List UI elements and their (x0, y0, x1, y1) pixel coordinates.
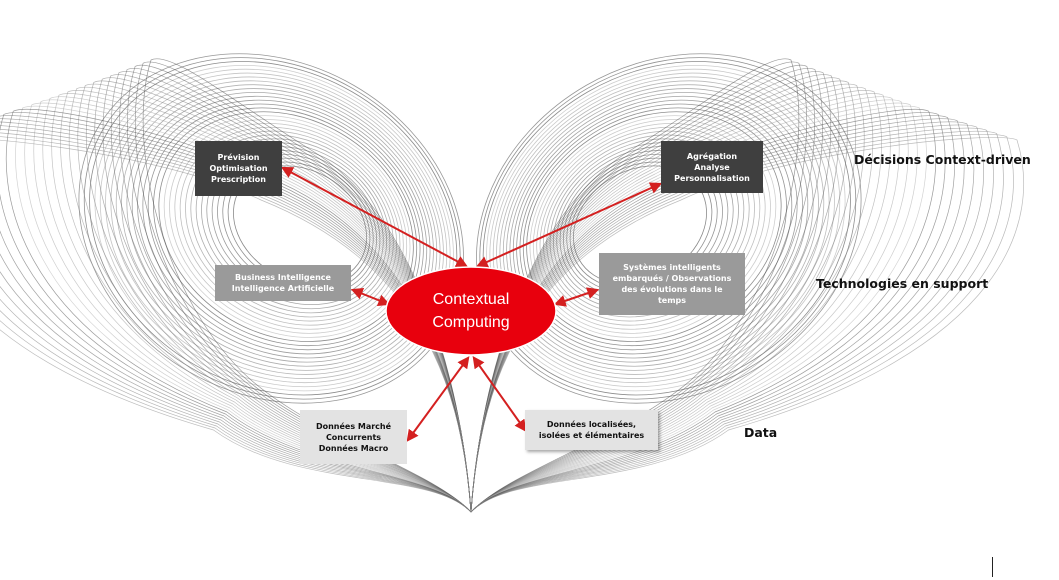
attractor-curve (24, 102, 472, 513)
attractor-curve (33, 99, 472, 513)
attractor-curve (470, 137, 1024, 513)
attractor-curve (470, 112, 946, 513)
box-agregation-line: Agrégation (686, 151, 738, 161)
attractor-curve (0, 139, 472, 513)
attractor-loop (179, 126, 401, 326)
box-systemes-line: temps (657, 296, 687, 305)
attractor-curve (0, 118, 472, 513)
box-prevision-line: Optimisation (209, 164, 268, 173)
attractor-curve (51, 93, 472, 513)
attractor-curve (470, 127, 994, 513)
arrow-mid-right (553, 287, 600, 307)
attractor-curve (470, 130, 1004, 513)
center-line-2: Computing (432, 314, 510, 331)
arrow-mid-left (350, 287, 391, 307)
box-systemes-line: embarqués / Observations (612, 274, 732, 283)
attractor-curve (0, 132, 472, 513)
attractor-curve (15, 105, 472, 513)
attractor-curve (470, 118, 965, 513)
box-localisees-line: Données localisées, (546, 420, 637, 429)
attractor-curve (0, 121, 472, 513)
box-marche-line: Concurrents (325, 432, 382, 442)
attractor-curve (0, 136, 472, 513)
attractor-curve (470, 121, 975, 513)
contextual-computing-ellipse (385, 266, 557, 356)
attractor-curve (470, 115, 955, 513)
attractor-curve (5, 108, 472, 513)
box-systemes-line: Systèmes intelligents (623, 263, 721, 272)
box-marche-line: Données Macro (318, 443, 389, 453)
box-systemes-line: des évolutions dans le (621, 285, 723, 294)
attractor-curve (68, 86, 472, 513)
label-data: Data (744, 425, 778, 440)
box-prevision-line: Prévision (217, 153, 260, 162)
page-edge-mark (992, 557, 993, 577)
attractor-curve (60, 90, 472, 513)
box-donnees-localisees: Données localisées, isolées et élémentai… (525, 410, 658, 450)
box-localisees-line: isolées et élémentaires (538, 431, 645, 440)
box-prevision: Prévision Optimisation Prescription (195, 141, 282, 196)
arrow-bottom-left (406, 356, 470, 442)
box-bi-line: Intelligence Artificielle (231, 284, 335, 293)
attractor-curve (0, 115, 472, 513)
box-donnees-marche: Données Marché Concurrents Données Macro (300, 410, 407, 464)
arrow-top-right (475, 182, 663, 268)
attractor-curve (0, 112, 472, 513)
attractor-curve (0, 128, 472, 513)
attractor-curve (470, 124, 984, 513)
attractor-curve (0, 125, 472, 513)
attractor-curve (42, 96, 472, 513)
box-prevision-line: Prescription (211, 175, 266, 184)
box-business-intelligence: Business Intelligence Intelligence Artif… (215, 265, 351, 301)
box-bi-line: Business Intelligence (235, 273, 331, 282)
label-technologies: Technologies en support (816, 276, 989, 291)
label-decisions: Décisions Context-driven (854, 152, 1031, 167)
center-line-1: Contextual (432, 291, 510, 308)
box-systemes-intelligents: Systèmes intelligents embarqués / Observ… (599, 253, 745, 315)
box-agregation-line: Analyse (694, 162, 730, 172)
box-marche-line: Données Marché (315, 421, 392, 431)
attractor-curve (470, 134, 1014, 513)
box-agregation-line: Personnalisation (674, 173, 750, 183)
arrow-bottom-right (472, 356, 527, 432)
arrow-top-left (280, 166, 469, 268)
contextual-computing-label: Contextual Computing (386, 266, 556, 356)
attractor-curve (77, 83, 472, 513)
box-agregation: Agrégation Analyse Personnalisation (661, 141, 763, 193)
